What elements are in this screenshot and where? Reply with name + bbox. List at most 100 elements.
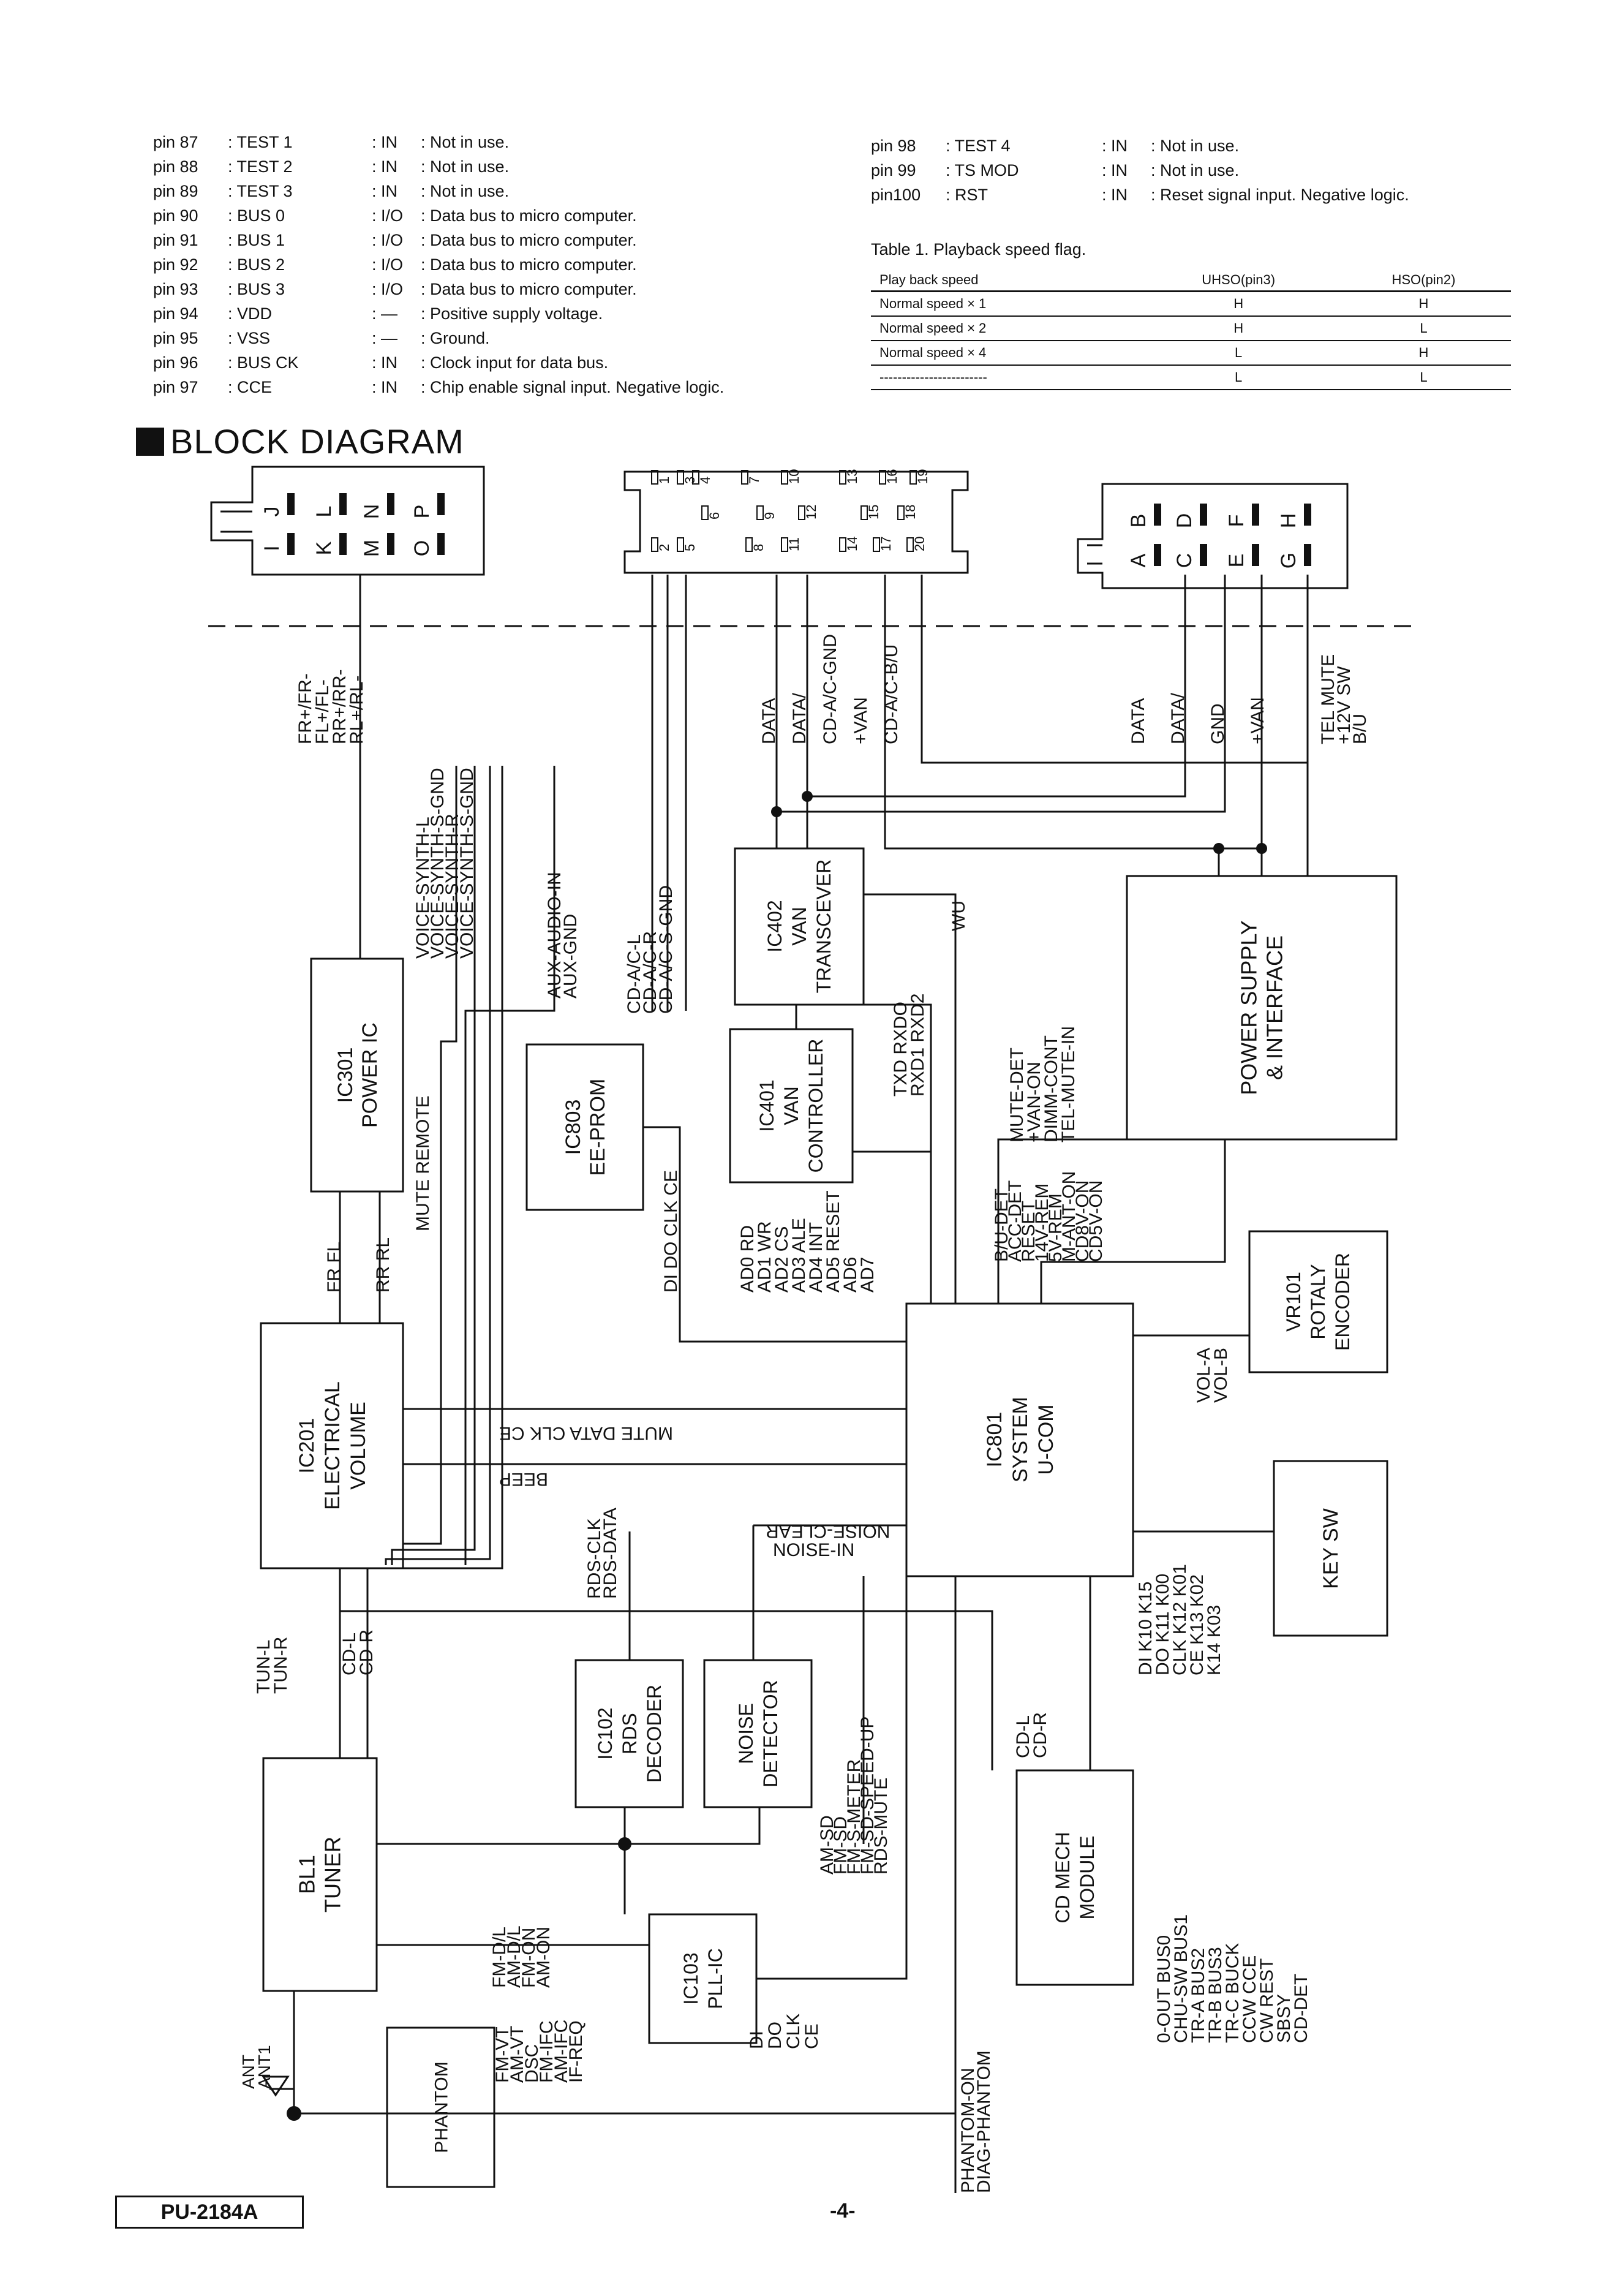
junction-dot [1213, 843, 1224, 854]
pin-pin: pin 90 [153, 206, 198, 225]
tun-label: TUN-L [254, 1640, 274, 1694]
table-header: Play back speed [871, 270, 1141, 292]
cd-bus-label: SBSY [1274, 1994, 1294, 2043]
pin-block-icon [287, 533, 295, 555]
connector-pin-label: K [312, 541, 336, 555]
pin-slot-icon [860, 505, 868, 520]
am-sd-label: AM-SD [817, 1815, 837, 1875]
pin-table-right: pin 98: TEST 4: IN: Not in use.pin 99: T… [871, 134, 1409, 207]
ic803-label: EE-PROM [586, 1079, 609, 1176]
connector-pin-label: H [1277, 513, 1300, 529]
connector-pin-label: C [1173, 553, 1196, 568]
key-label: DO K11 K00 [1153, 1574, 1173, 1675]
pin-pin: pin 96 [153, 353, 198, 372]
pin-name: : TEST 2 [228, 157, 293, 176]
table-header: UHSO(pin3) [1140, 270, 1336, 292]
pin-desc: : Data bus to micro computer. [421, 206, 637, 225]
pin-block-icon [1200, 504, 1207, 526]
pin-row: pin 94: VDD: —: Positive supply voltage. [153, 301, 724, 326]
connector-pin-label: 4 [698, 477, 713, 484]
ic301-label: IC301 [334, 1048, 357, 1103]
ant-label: ANT1 [255, 2045, 274, 2089]
address-bus-label: AD0 RD [737, 1225, 758, 1293]
power-supply-label: POWER SUPPLY [1237, 920, 1262, 1095]
bu-det-label: B/U-DET [992, 1188, 1012, 1262]
pin-io: : I/O [372, 206, 404, 225]
bu-det-label: ACC-DET [1005, 1180, 1025, 1262]
junction-dot [287, 2106, 301, 2121]
address-bus-label: AD1 WR [755, 1221, 775, 1293]
speed-table-caption: Table 1. Playback speed flag. [871, 240, 1086, 259]
ic401-label: IC401 [756, 1079, 778, 1131]
cd-mech-label: CD MECH [1052, 1832, 1074, 1923]
connector-pin-label: L [312, 506, 336, 518]
pin-desc: : Data bus to micro computer. [421, 255, 637, 274]
ic102-label: DECODER [643, 1685, 665, 1783]
cd-lr-label: CD-R [1030, 1712, 1050, 1758]
connector-pin-label: 7 [747, 477, 762, 484]
pin-io: : IN [372, 133, 398, 151]
square-bullet-icon [136, 427, 164, 456]
voice-synth-label: VOICE-SYNTH-S-GND [457, 768, 477, 959]
cd-bus-label: TR-C BUCK [1222, 1943, 1243, 2043]
noise-box [703, 1659, 813, 1808]
connector-pin-label: 18 [903, 505, 918, 519]
di-do-clk-ce-label: DI DO CLK CE [661, 1170, 681, 1293]
pin-slot-icon [909, 470, 917, 485]
address-bus-label: AD4 INT [806, 1222, 826, 1293]
vol-label: VOL-B [1211, 1348, 1231, 1403]
pin-block-icon [437, 493, 445, 515]
left-connector-latch [220, 510, 252, 533]
pin-name: : BUS 3 [228, 280, 285, 298]
pin-row: pin 87: TEST 1: IN: Not in use. [153, 130, 724, 154]
pin-name: : TEST 3 [228, 182, 293, 200]
fm-vt-label: FM-VT [492, 2026, 513, 2083]
speaker-out-label: RL+/RL- [347, 675, 367, 744]
tel-mute-label: +12V SW [1334, 666, 1354, 744]
tel-mute-label: B/U [1350, 714, 1370, 744]
wire-voice-3 [385, 766, 491, 1565]
vr101-label: ENCODER [1331, 1253, 1354, 1351]
connector-pin-label: 20 [912, 537, 927, 551]
pin-row: pin 92: BUS 2: I/O: Data bus to micro co… [153, 252, 724, 277]
address-bus-label: AD7 [857, 1257, 878, 1293]
pin-block-icon [437, 533, 445, 555]
van-connector-label: +VAN [851, 697, 871, 744]
key-label: K14 K03 [1204, 1605, 1224, 1675]
pin-row: pin 96: BUS CK: IN: Clock input for data… [153, 350, 724, 375]
pin-block-icon [339, 533, 347, 555]
pin-desc: : Positive supply voltage. [421, 304, 603, 323]
cd-mech-label: MODULE [1076, 1836, 1098, 1920]
rds-label: RDS-CLK [584, 1518, 604, 1599]
pin-row: pin 89: TEST 3: IN: Not in use. [153, 179, 724, 203]
pin-io: : IN [372, 182, 398, 200]
pin-desc: : Data bus to micro computer. [421, 280, 637, 298]
pin-name: : RST [946, 186, 988, 204]
aux-label: AUX-GND [560, 914, 581, 999]
junction-dot [802, 791, 813, 802]
pin-block-icon [1304, 544, 1311, 566]
connector-pin-label: 9 [762, 512, 777, 519]
cd-lr-label: CD-R [356, 1629, 377, 1675]
pin-pin: pin 88 [153, 157, 198, 176]
van-connector-label: DATA [759, 698, 779, 744]
address-bus-label: AD3 ALE [789, 1218, 809, 1293]
pin-io: : — [372, 304, 398, 323]
pin-name: : BUS 1 [228, 231, 285, 249]
pin-slot-icon [873, 537, 880, 552]
cd-ac-label: CD-A/C-R [640, 931, 660, 1014]
table-cell: Normal speed × 4 [871, 341, 1141, 366]
fm-vt-label: AM-IFC [551, 2020, 571, 2083]
keysw-label: KEY SW [1319, 1508, 1342, 1589]
pin-row: pin 91: BUS 1: I/O: Data bus to micro co… [153, 228, 724, 252]
phantom-box [386, 2026, 495, 2188]
wire-eeprom [643, 1126, 906, 1343]
connector-pin-label: 6 [707, 512, 722, 519]
bu-det-label: CD5V-ON [1086, 1180, 1106, 1262]
pll-io-label: DI [747, 2031, 767, 2049]
wire-data-to-ic402 [775, 796, 808, 848]
